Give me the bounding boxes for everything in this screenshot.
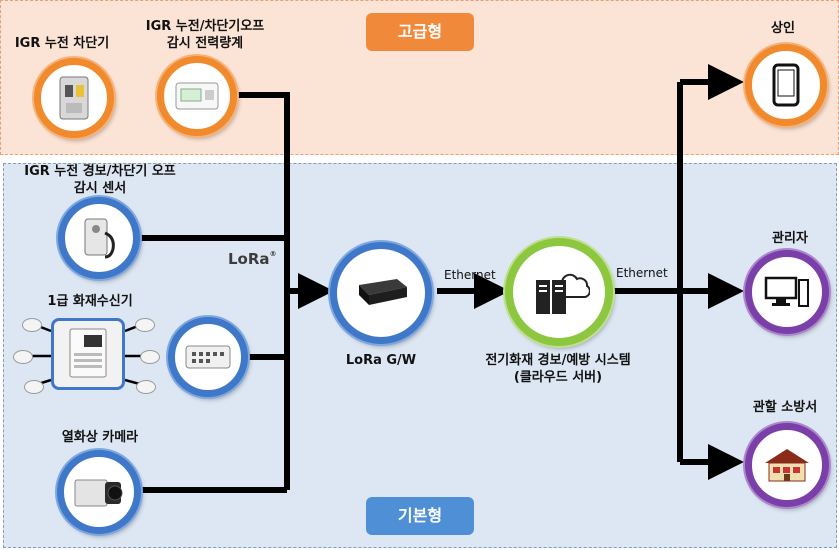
ethernet-label-1: Ethernet	[444, 268, 496, 282]
fire-receiver-icon	[69, 328, 107, 378]
basic-tier-badge: 기본형	[366, 497, 474, 535]
fire-station-icon	[765, 449, 809, 482]
alarm-sensor-label: IGR 누전 경보/차단기 오프 감시 센서	[24, 164, 176, 196]
igr-breaker-label: IGR 누전 차단기	[14, 36, 110, 51]
communication-module-icon	[185, 345, 231, 369]
leak-sensor-icon	[84, 218, 115, 259]
system-label: 전기화재 경보/예방 시스템 (클라우드 서버)	[485, 353, 631, 385]
power-meter-node	[157, 56, 237, 136]
manager-node	[745, 250, 829, 334]
fire-system-node	[505, 238, 613, 346]
fire-station-node	[745, 423, 829, 507]
ethernet-label-2: Ethernet	[616, 266, 668, 280]
thermal-camera-label: 열화상 카메라	[61, 430, 139, 445]
smoke-detector-icon	[24, 380, 44, 394]
fire-receiver-label: 1급 화재수신기	[47, 294, 133, 309]
thermal-camera-icon	[74, 479, 123, 507]
manager-label: 관리자	[772, 231, 808, 246]
alarm-sensor-node	[58, 197, 140, 279]
lora-logo-text: LoRa	[228, 250, 270, 268]
circuit-breaker-icon	[59, 76, 89, 120]
lora-logo-mark: ®	[269, 250, 277, 258]
smartphone-icon	[772, 63, 800, 107]
merchant-node	[745, 44, 827, 126]
power-meter-icon	[175, 82, 219, 110]
fire-receiver-module-node	[168, 317, 248, 397]
lora-gateway-node	[330, 242, 432, 344]
smoke-detector-icon	[140, 350, 160, 364]
power-meter-link	[233, 92, 290, 490]
fire-station-label: 관할 소방서	[752, 400, 818, 415]
smoke-detector-icon	[135, 318, 155, 332]
smoke-detector-icon	[22, 318, 42, 332]
gateway-device-icon	[359, 279, 407, 305]
desktop-computer-icon	[764, 276, 809, 307]
fire-receiver-panel	[51, 318, 125, 390]
power-meter-label: IGR 누전/차단기오프 감시 전력량계	[145, 19, 265, 51]
thermal-camera-node	[57, 450, 141, 534]
smoke-detector-icon	[136, 380, 156, 394]
lora-logo: LoRa®	[228, 250, 277, 268]
gateway-label: LoRa G/W	[345, 353, 417, 368]
server-cloud-icon	[536, 273, 590, 314]
smoke-detector-icon	[13, 350, 33, 364]
merchant-label: 상인	[771, 21, 795, 36]
igr-breaker-node	[34, 58, 114, 138]
premium-tier-badge: 고급형	[366, 13, 474, 51]
